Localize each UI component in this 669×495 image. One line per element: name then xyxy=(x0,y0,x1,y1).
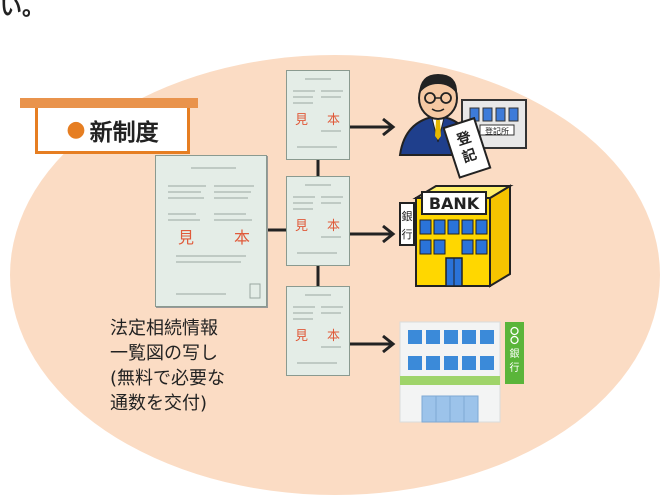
banner-label: 新制度 xyxy=(89,119,159,146)
new-system-banner: ● 新制度 xyxy=(35,108,190,154)
registry-office-illustration: 登記所 登 記 xyxy=(398,74,527,179)
stamp-hon: 本 xyxy=(327,219,341,234)
caption-line: (無料で必要な xyxy=(110,368,226,389)
ginko-sign-1: 銀 xyxy=(402,209,413,223)
bank-building-2-illustration: 銀 行 xyxy=(399,321,524,423)
touki-char-1: 登 xyxy=(454,128,474,149)
bank-illustration: BANK 銀 行 xyxy=(399,184,514,288)
bank-sign: BANK xyxy=(429,194,480,213)
stamp-hon: 本 xyxy=(327,329,341,344)
banner-shadow xyxy=(20,98,198,108)
certificate-copy-3: 見 本 xyxy=(286,286,350,376)
bank2-sign-1: 銀 xyxy=(510,347,520,360)
caption-line: 法定相続情報 xyxy=(110,318,218,339)
stamp-mi: 見 xyxy=(178,228,195,247)
document-text-lines xyxy=(168,167,261,299)
touki-char-2: 記 xyxy=(460,146,479,166)
bullet-icon: ● xyxy=(66,117,86,142)
stamp-hon: 本 xyxy=(327,113,341,128)
certificate-copy-2: 見 本 xyxy=(286,176,350,266)
registry-sign: 登記所 xyxy=(485,126,509,136)
stamp-mi: 見 xyxy=(295,329,309,344)
header-fragment: い。 xyxy=(0,0,45,21)
caption: 法定相続情報一覧図の写し (無料で必要な通数を交付) xyxy=(110,316,225,416)
caption-line: 一覧図の写し xyxy=(110,343,218,364)
stamp-hon: 本 xyxy=(234,228,251,247)
connector-lines xyxy=(265,117,396,354)
certificate-document-large: 見 本 xyxy=(155,155,267,307)
certificate-copy-1: 見 本 xyxy=(286,70,350,160)
ginko-sign-2: 行 xyxy=(402,228,413,241)
caption-line: 通数を交付) xyxy=(110,393,208,414)
bank2-sign-2: 行 xyxy=(510,361,520,374)
stamp-mi: 見 xyxy=(295,219,309,234)
stamp-mi: 見 xyxy=(295,113,309,128)
